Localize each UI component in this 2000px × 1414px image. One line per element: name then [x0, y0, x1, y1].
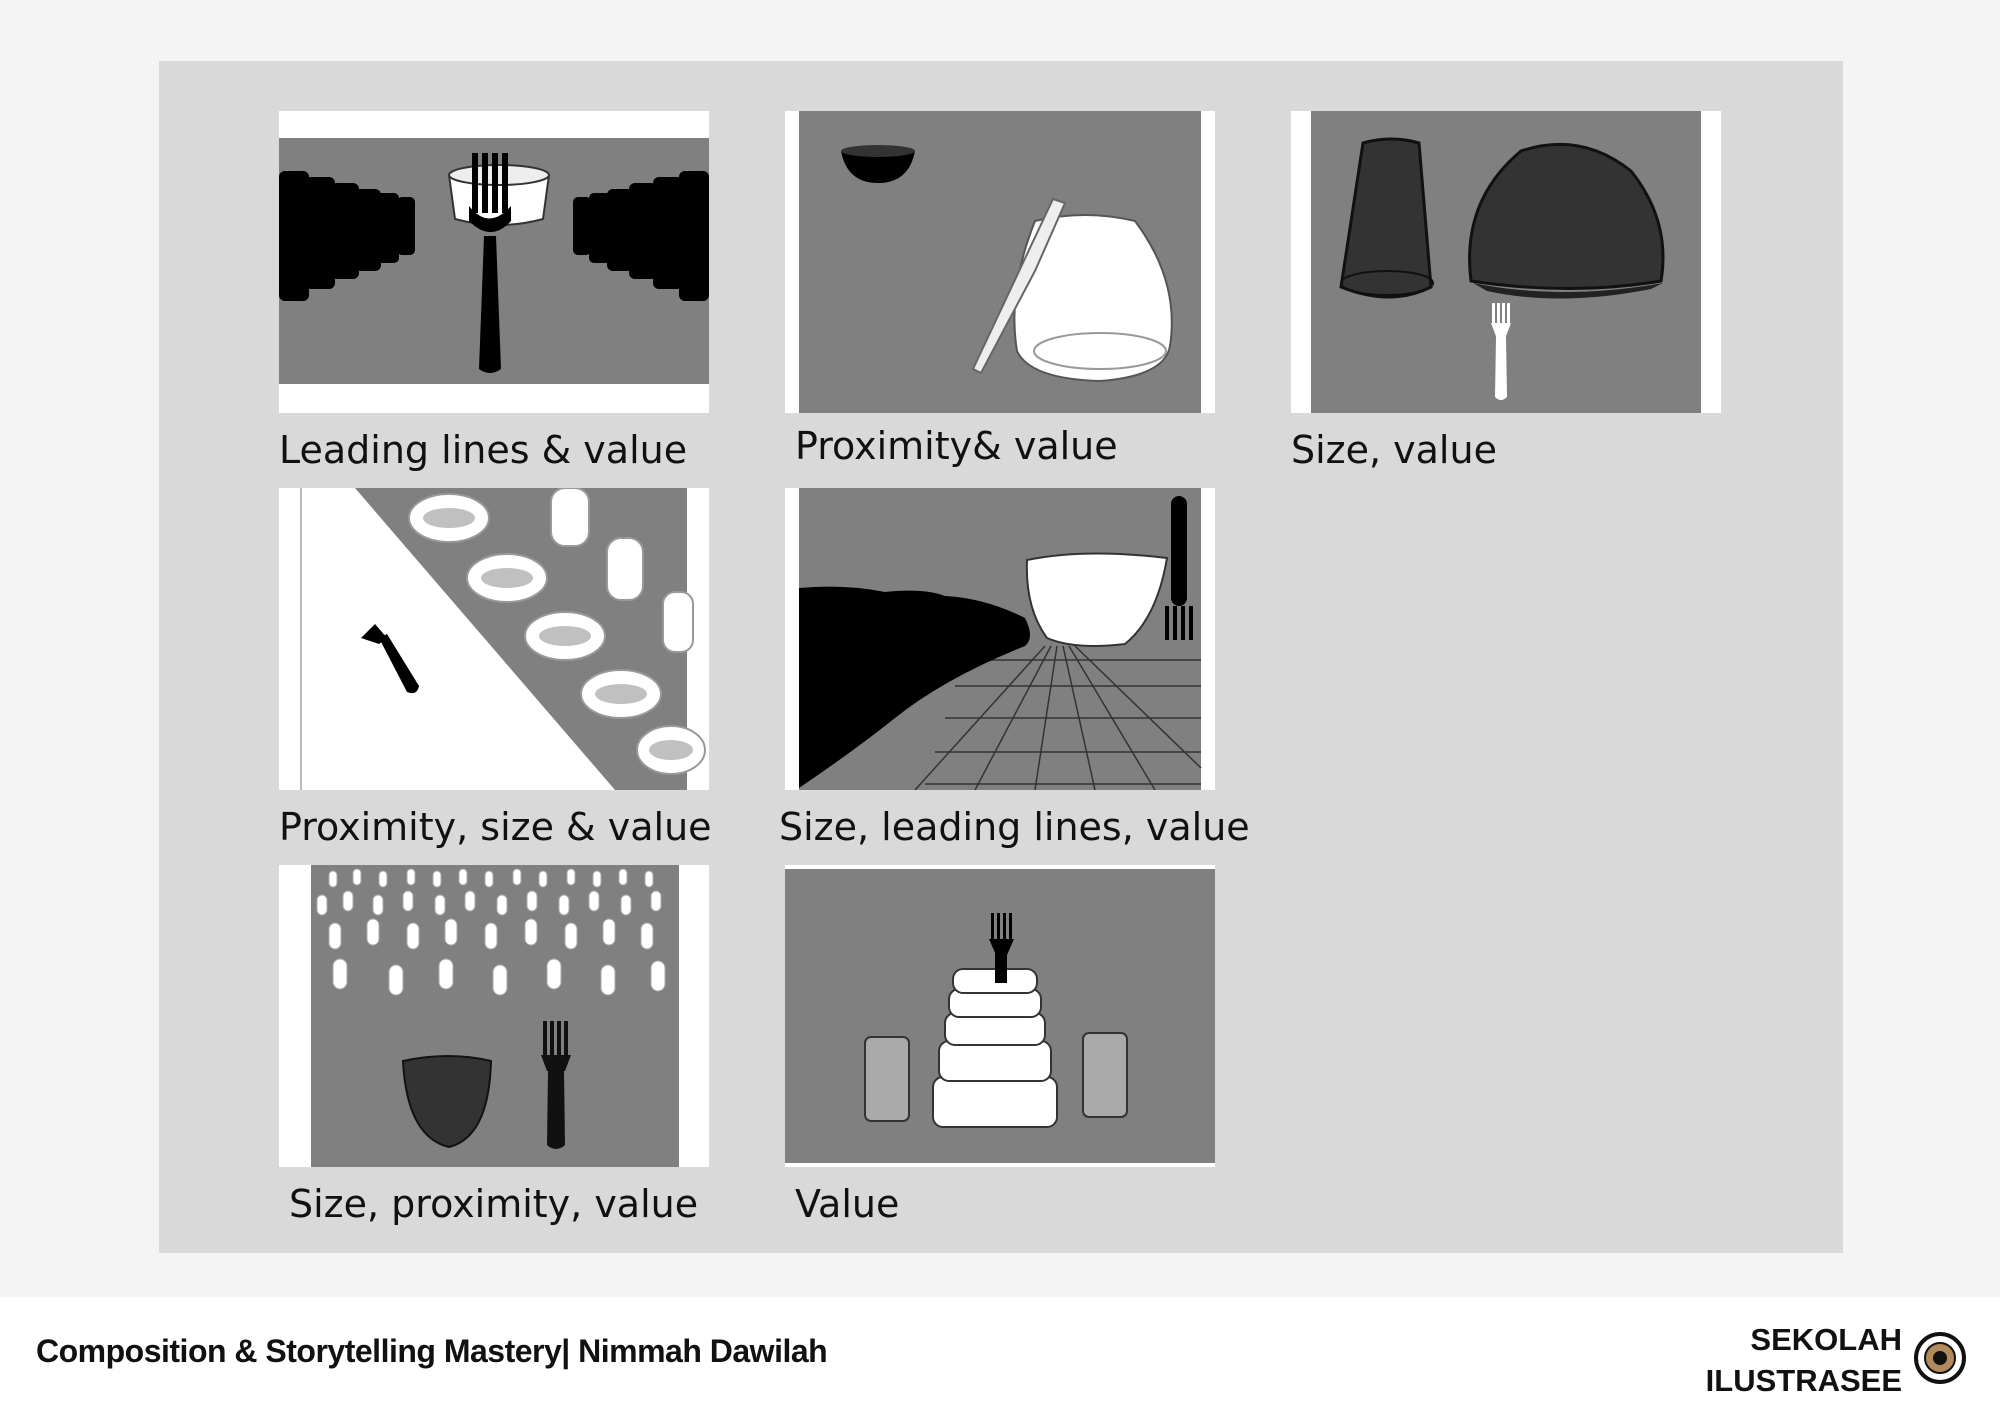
- panel-value: [785, 865, 1215, 1167]
- leading-lines-illustration: [279, 111, 709, 413]
- panel-size-proximity: [279, 865, 709, 1167]
- eye-logo-icon: [1914, 1332, 1966, 1384]
- caption-value: Value: [795, 1182, 900, 1226]
- size-illustration: [1291, 111, 1721, 413]
- caption-size: Size, value: [1291, 428, 1497, 472]
- caption-size-proximity: Size, proximity, value: [289, 1182, 699, 1226]
- caption-leading-lines: Leading lines & value: [279, 428, 688, 472]
- footer-title: Composition & Storytelling Mastery| Nimm…: [36, 1333, 828, 1369]
- brand-line-1: SEKOLAH: [1750, 1322, 1902, 1357]
- caption-size-leading: Size, leading lines, value: [779, 805, 1250, 849]
- value-illustration: [785, 865, 1215, 1167]
- panel-size-leading: [785, 488, 1215, 790]
- size-leading-illustration: [785, 488, 1215, 790]
- brand-name: SEKOLAH ILUSTRASEE: [1706, 1319, 1902, 1401]
- caption-proximity: Proximity& value: [795, 424, 1118, 468]
- caption-proximity-size: Proximity, size & value: [279, 805, 712, 849]
- size-proximity-illustration: [279, 865, 709, 1167]
- panel-proximity: [785, 111, 1215, 413]
- panel-size: [1291, 111, 1721, 413]
- brand-line-2: ILUSTRASEE: [1705, 1363, 1902, 1398]
- panel-leading-lines: [279, 111, 709, 413]
- panel-proximity-size: [279, 488, 709, 790]
- proximity-size-illustration: [279, 488, 709, 790]
- footer: Composition & Storytelling Mastery| Nimm…: [0, 1297, 2000, 1414]
- proximity-illustration: [785, 111, 1215, 413]
